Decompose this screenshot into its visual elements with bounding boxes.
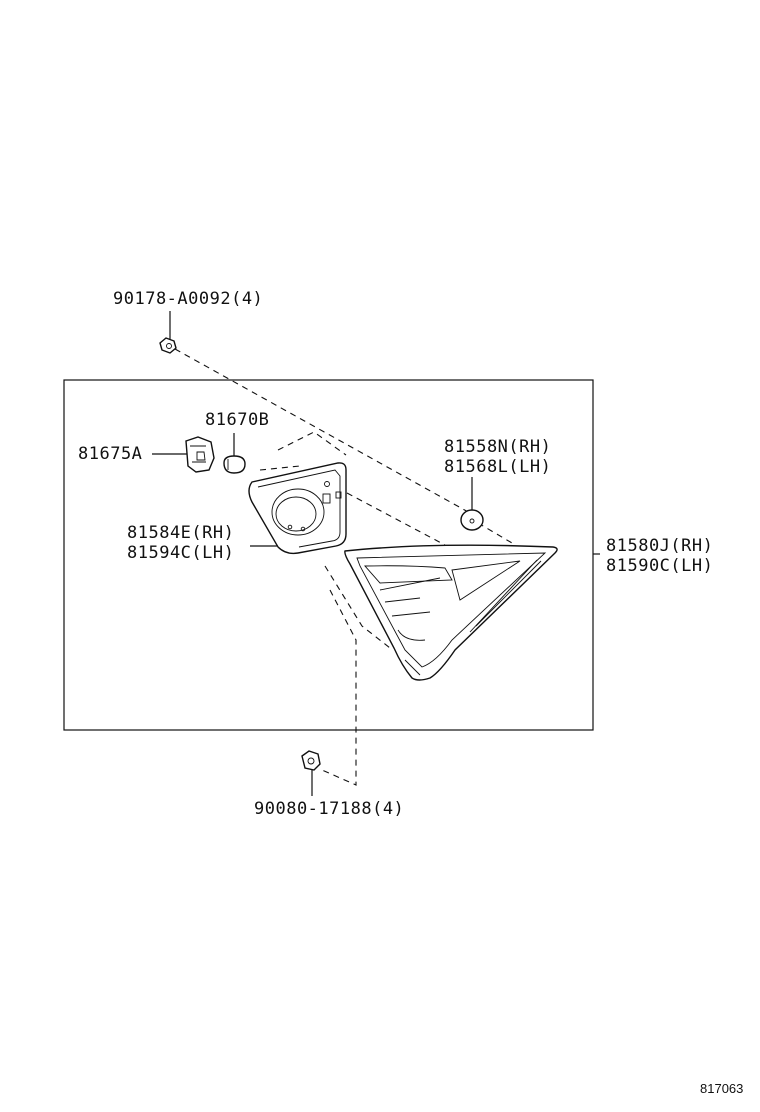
dash-gasket-lamp (346, 492, 446, 546)
dash-screw-top (174, 348, 471, 514)
screw-top-icon (159, 337, 177, 354)
nut-bottom-icon (301, 750, 321, 771)
label-lamp-rh: 81580J(RH) (606, 536, 713, 556)
socket-icon (185, 436, 215, 473)
label-socket: 81675A (78, 444, 142, 464)
bulb-icon (223, 455, 246, 474)
label-bulb: 81670B (205, 410, 269, 430)
dash-socket-bracket (277, 431, 347, 456)
label-lamp-lh: 81590C(LH) (606, 556, 713, 576)
assembly-frame (63, 379, 594, 731)
gasket-icon (248, 462, 347, 555)
label-screw-top: 90178-A0092(4) (113, 289, 263, 309)
label-gasket-lh: 81594C(LH) (127, 543, 234, 563)
dash-bulb (259, 465, 301, 471)
dash-lamp-lower-1 (324, 565, 391, 649)
cushion-icon (460, 509, 484, 531)
label-gasket-rh: 81584E(RH) (127, 523, 234, 543)
label-nut-bottom: 90080-17188(4) (254, 799, 404, 819)
label-cushion-lh: 81568L(LH) (444, 457, 551, 477)
dash-lamp-lower-2 (321, 589, 357, 786)
figure-reference: 817063 (700, 1081, 743, 1096)
dash-screw-top-2 (477, 522, 513, 544)
rear-lamp-icon (344, 544, 558, 681)
label-cushion-rh: 81558N(RH) (444, 437, 551, 457)
